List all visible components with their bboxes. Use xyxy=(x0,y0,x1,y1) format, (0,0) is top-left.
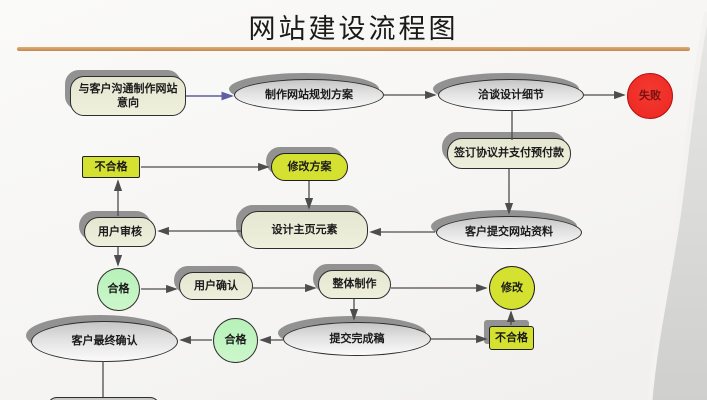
node-overall-production: 整体制作 xyxy=(318,270,391,299)
node-modify-plan: 修改方案 xyxy=(271,153,348,181)
side-shade-highlight xyxy=(647,11,707,400)
node-intent-label: 与客户沟通制作网站意向 xyxy=(78,82,178,109)
node-plan-label: 制作网站规划方案 xyxy=(265,88,353,101)
node-sign-label: 签订协议并支付预付款 xyxy=(454,147,564,160)
node-final-confirm-label: 客户最终确认 xyxy=(71,335,138,348)
page-title: 网站建设流程图 xyxy=(248,14,459,44)
node-design-home-label: 设计主页元素 xyxy=(271,223,338,236)
node-negotiate-label: 洽谈设计细节 xyxy=(478,88,544,101)
node-fail: 失败 xyxy=(627,73,673,119)
node-user-review: 用户审核 xyxy=(84,217,156,247)
node-design-home: 设计主页元素 xyxy=(241,211,368,249)
node-user-confirm-label: 用户确认 xyxy=(194,279,238,292)
node-submit-materials-label: 客户提交网站资料 xyxy=(465,226,553,239)
title-underline xyxy=(17,47,690,51)
node-user-confirm: 用户确认 xyxy=(179,272,253,300)
node-submit-draft: 提交完成稿 xyxy=(283,322,431,356)
node-final-confirm: 客户最终确认 xyxy=(31,321,178,362)
node-modify: 修改 xyxy=(489,266,535,310)
node-fail-label: 失败 xyxy=(639,89,661,102)
node-intent: 与客户沟通制作网站意向 xyxy=(70,76,186,116)
node-qualified-final: 合格 xyxy=(213,318,258,363)
node-submit-materials: 客户提交网站资料 xyxy=(436,216,582,249)
node-overall-production-label: 整体制作 xyxy=(332,278,377,291)
node-modify-plan-label: 修改方案 xyxy=(287,160,332,173)
node-qualified-final-label: 合格 xyxy=(224,334,247,347)
node-plan: 制作网站规划方案 xyxy=(234,79,384,111)
node-unqualified-draft-label: 不合格 xyxy=(495,331,528,344)
node-negotiate: 洽谈设计细节 xyxy=(438,79,584,111)
node-unqualified-review-label: 不合格 xyxy=(94,160,128,173)
node-qualified-review-label: 合格 xyxy=(107,283,130,296)
node-sign: 签订协议并支付预付款 xyxy=(447,138,571,169)
node-unqualified-review: 不合格 xyxy=(82,156,140,178)
node-user-review-label: 用户审核 xyxy=(98,225,142,238)
node-qualified-review: 合格 xyxy=(97,268,140,311)
node-modify-label: 修改 xyxy=(501,281,523,294)
node-unqualified-draft: 不合格 xyxy=(489,326,534,350)
node-submit-draft-label: 提交完成稿 xyxy=(329,332,385,345)
